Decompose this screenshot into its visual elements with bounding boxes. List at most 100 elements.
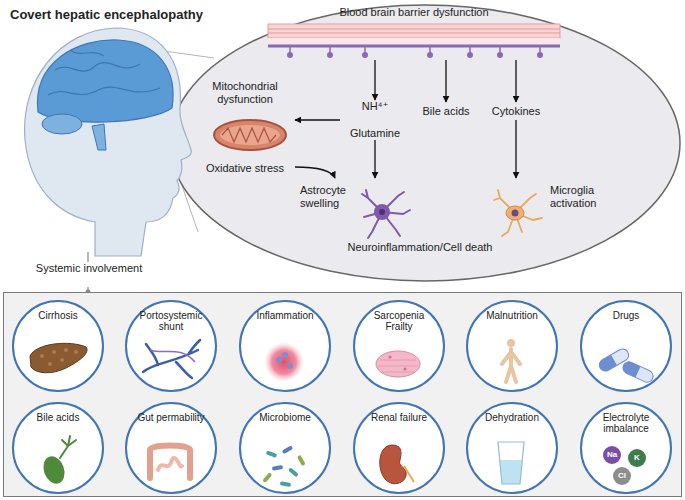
microglia-icon: [512, 210, 519, 217]
arrow-connector: [374, 60, 375, 100]
capsule-icon: [621, 360, 655, 384]
blood-brain-barrier-band: [290, 46, 540, 54]
node-text: Glutamine: [350, 127, 400, 140]
capsule-icon: [621, 360, 655, 384]
electrolyte-icon: [603, 446, 646, 485]
kidney-icon: [404, 466, 414, 482]
muscle-icon: [378, 360, 418, 372]
arrow-connector: [515, 60, 516, 102]
gallbladder-icon: [40, 453, 68, 486]
node-text: Bile acids: [22, 412, 94, 423]
factor-circle: Inflammation: [239, 300, 331, 392]
factor-circle: Drugs: [580, 300, 672, 392]
microglia-cell: Microglia activation: [460, 178, 610, 240]
blood-brain-barrier-band: [268, 24, 560, 58]
factor-circle: Electrolyte imbalance: [580, 402, 672, 494]
node-text: Dehydration: [476, 412, 548, 423]
thin-figure-icon: [502, 339, 520, 382]
node-text: Malnutrition: [476, 310, 548, 321]
liver-icon: [30, 343, 87, 372]
metabolite-label: Bile acids: [415, 102, 477, 120]
bacteria-icon: [288, 467, 299, 477]
systemic-panel: Systemic involvementCirrhosisPortosystem…: [3, 292, 682, 497]
water-glass-icon: [500, 460, 522, 484]
intestine-icon: [150, 446, 190, 479]
bacteria-icon: [262, 445, 305, 487]
gallbladder-icon: [60, 436, 76, 458]
node-text: Systemic involvement: [34, 262, 144, 275]
liver-icon: [64, 348, 68, 352]
node-text: Microbiome: [249, 412, 321, 423]
microglia-icon: [494, 190, 542, 236]
muscle-icon: [389, 356, 392, 359]
head-silhouette: [48, 50, 160, 95]
microglia-icon: [506, 206, 524, 220]
capsule-icon: [597, 347, 631, 373]
inflammation-icon: [264, 342, 304, 382]
kidney-icon: [380, 445, 414, 484]
node-text: Inflammation: [249, 310, 321, 321]
node-text: Blood brain barrier dysfunction: [339, 6, 488, 19]
blood-brain-barrier-band: [497, 52, 503, 58]
factor-circle: Portosystemic shunt: [125, 300, 217, 392]
arrow-connector: [374, 140, 375, 178]
liver-icon: [74, 350, 78, 354]
head-silhouette: [92, 124, 106, 150]
shunt-icon: [150, 350, 195, 362]
shunt-icon: [143, 340, 200, 378]
mitochondria-group: Mitochondrial dysfunctionOxidative stres…: [195, 80, 295, 175]
blood-brain-barrier-band: [537, 52, 543, 58]
mitochondrion-icon: [214, 120, 286, 150]
factor-circle: Dehydration: [466, 402, 558, 494]
blood-brain-barrier-band: [268, 24, 560, 38]
thin-figure-icon: [507, 339, 515, 347]
blood-brain-barrier-band: [268, 45, 560, 48]
blood-brain-barrier-band: [327, 52, 333, 58]
liver-icon: [48, 362, 52, 366]
kidney-icon: [380, 445, 406, 484]
intestine-icon: [158, 458, 182, 470]
node-text: Cytokines: [492, 105, 540, 118]
node-text: Portosystemic shunt: [135, 310, 207, 332]
factor-circle: Renal failure: [353, 402, 445, 494]
capsule-icon: [597, 347, 631, 373]
node-text: Electrolyte imbalance: [590, 412, 662, 434]
liver-icon: [30, 343, 87, 372]
astrocyte-icon: [374, 204, 390, 220]
capsule-icon: [597, 355, 617, 373]
factor-circle: Bile acids: [12, 402, 104, 494]
blood-brain-barrier-band: [287, 52, 293, 58]
water-glass-icon: [498, 442, 524, 484]
liver-icon: [60, 358, 64, 362]
astrocyte-cell: Astrocyte swelling: [300, 178, 420, 240]
bacteria-icon: [262, 472, 272, 483]
bacteria-icon: [266, 450, 278, 458]
shunt-icon: [143, 340, 200, 378]
bacteria-icon: [280, 481, 292, 487]
intestine-icon: [150, 446, 190, 479]
head-silhouette: [42, 114, 82, 134]
factor-circle: Cirrhosis: [12, 300, 104, 392]
node-text: NH⁴⁺: [362, 100, 388, 113]
node-text: Oxidative stress: [206, 162, 284, 175]
blood-brain-barrier-band: [268, 38, 560, 45]
factor-circle: Microbiome: [239, 402, 331, 494]
factor-circle: Sarcopenia Frailty: [353, 300, 445, 392]
astrocyte-icon: [362, 190, 410, 238]
muscle-icon: [376, 351, 420, 377]
inflammation-icon: [264, 342, 304, 382]
node-text: Renal failure: [363, 412, 435, 423]
mitochondrion-icon: [222, 128, 276, 142]
node-text: Mitochondrial dysfunction: [195, 80, 295, 106]
bacteria-icon: [297, 455, 306, 467]
electrolyte-icon: [603, 446, 621, 464]
muscle-icon: [404, 368, 407, 371]
node-text: Cirrhosis: [22, 310, 94, 321]
mitochondrion-icon: [220, 125, 280, 145]
arrow-connector: [445, 60, 446, 102]
water-glass-icon: [498, 442, 524, 484]
head-silhouette: [37, 40, 173, 122]
liver-icon: [40, 354, 44, 358]
muscle-icon: [376, 351, 420, 377]
liver-icon: [52, 350, 56, 354]
